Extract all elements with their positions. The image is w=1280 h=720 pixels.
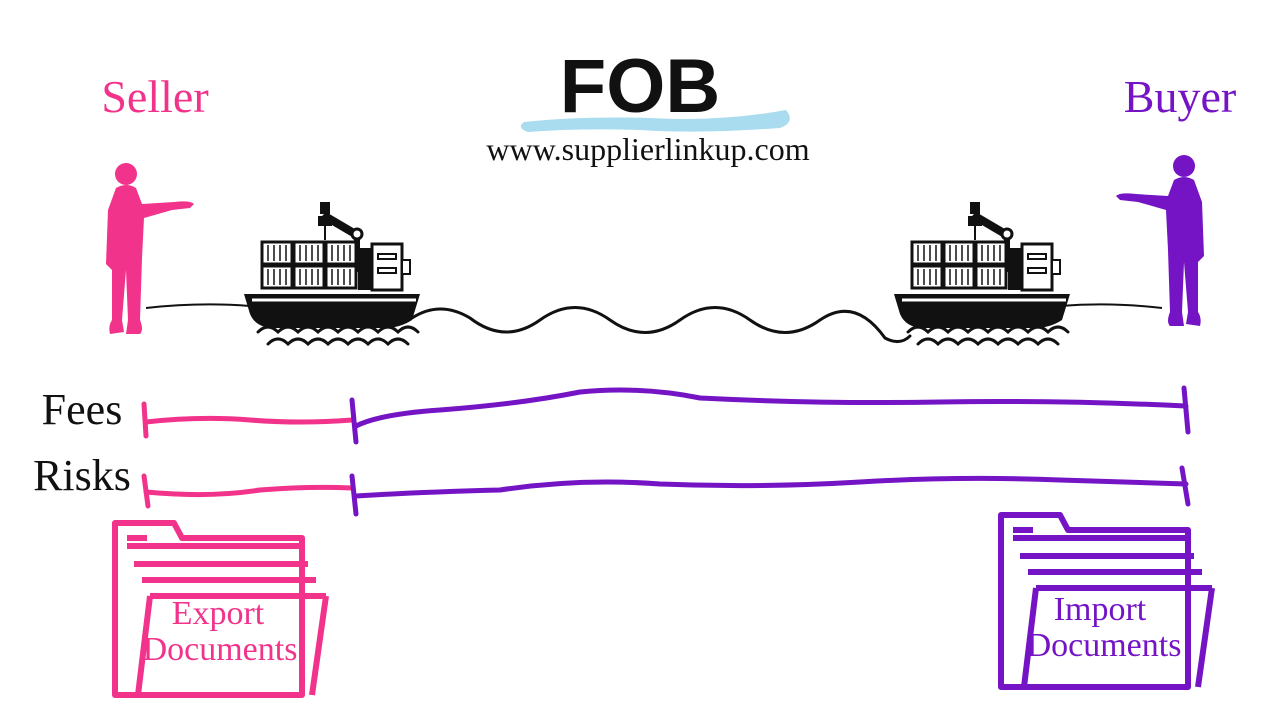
export-folder-label-line1: Export [172, 595, 265, 632]
import-folder-label-line2: Documents [1027, 627, 1182, 664]
website-url: www.supplierlinkup.com [486, 131, 809, 167]
seller-label: Seller [101, 71, 208, 122]
risks-buyer-segment [349, 465, 1191, 517]
fees-seller-segment [141, 401, 355, 439]
risks-label: Risks [33, 451, 131, 500]
buyer-dock-line [1059, 303, 1163, 309]
sea-route-wave [410, 306, 912, 343]
fees-buyer-segment [349, 385, 1191, 445]
title-highlight [520, 110, 790, 132]
fees-label: Fees [42, 385, 123, 434]
buyer-label: Buyer [1124, 71, 1236, 122]
export-folder-label-line2: Documents [143, 631, 298, 668]
buyer-person-icon [1116, 155, 1204, 326]
import-folder-label-line1: Import [1054, 591, 1147, 628]
destination-ship-icon [892, 200, 1072, 346]
risks-seller-segment [141, 473, 355, 509]
origin-ship-icon [242, 200, 422, 346]
seller-dock-line [145, 303, 251, 309]
page-title: FOB [560, 44, 720, 129]
